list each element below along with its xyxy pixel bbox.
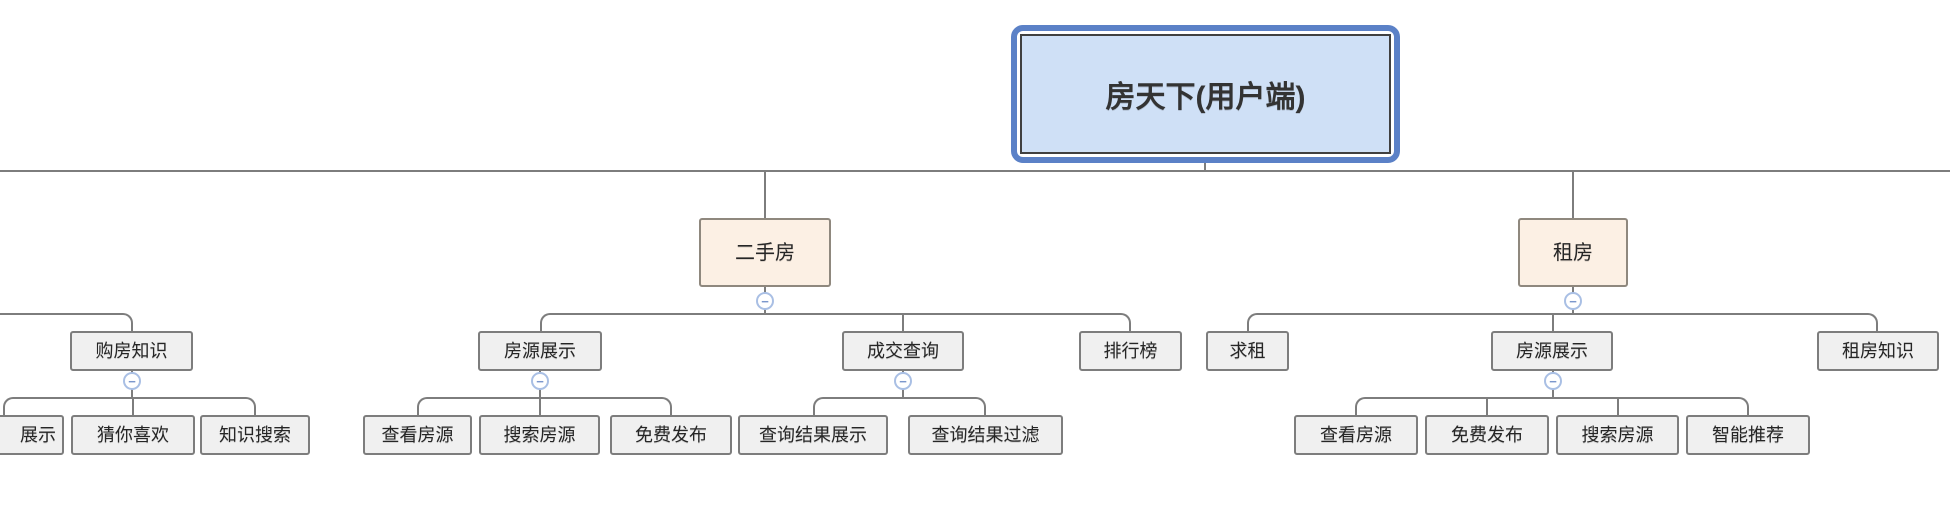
connector-chengjiao-chaxun-stub <box>902 313 904 331</box>
topic-label: 查询结果展示 <box>759 425 867 445</box>
connector-root-stub <box>1204 162 1206 171</box>
topic-label: 二手房 <box>735 241 795 264</box>
topic-label: 求租 <box>1229 341 1266 361</box>
root-children-rail <box>0 170 1950 172</box>
topic-label: 搜索房源 <box>503 425 576 445</box>
topic-label: 租房知识 <box>1842 341 1914 361</box>
topic-label: 猜你喜欢 <box>97 425 169 445</box>
bracket-offscreen-left-branch <box>0 313 133 331</box>
topic-renting-knowledge[interactable]: 租房知识 <box>1817 331 1939 371</box>
topic-query-result-display[interactable]: 查询结果展示 <box>738 415 888 455</box>
topic-rent-house[interactable]: 租房 <box>1518 218 1628 287</box>
collapse-icon[interactable]: − <box>894 372 912 390</box>
topic-label: 排行榜 <box>1103 341 1158 361</box>
topic-label: 购房知识 <box>95 341 168 361</box>
connector-zufang-drop <box>1572 171 1574 218</box>
topic-label: 智能推荐 <box>1712 425 1784 445</box>
topic-view-listings-zf[interactable]: 查看房源 <box>1294 415 1418 455</box>
topic-label: 查询结果过滤 <box>931 425 1040 445</box>
connector-mianfei-zf-stub <box>1486 397 1488 415</box>
topic-listing-display-zf[interactable]: 房源展示 <box>1491 331 1613 371</box>
topic-buying-knowledge[interactable]: 购房知识 <box>70 331 193 371</box>
topic-free-publish-zf[interactable]: 免费发布 <box>1425 415 1549 455</box>
topic-deal-query[interactable]: 成交查询 <box>842 331 964 371</box>
topic-label: 查看房源 <box>381 425 454 445</box>
topic-label: 免费发布 <box>635 425 707 445</box>
topic-label: 房源展示 <box>504 341 576 361</box>
connector-fangyuan-zhanshi-zf-stub <box>1552 313 1554 331</box>
bracket-fangyuan-zf-children <box>1355 397 1749 415</box>
topic-label: 知识搜索 <box>219 425 291 445</box>
connector-sousuo-zf-stub <box>1617 397 1619 415</box>
root-topic-label: 房天下(用户端) <box>1020 34 1391 154</box>
collapse-icon[interactable]: − <box>123 372 141 390</box>
topic-label: 房源展示 <box>1516 341 1588 361</box>
topic-label: 租房 <box>1553 241 1593 264</box>
topic-view-listings-esf[interactable]: 查看房源 <box>363 415 472 455</box>
root-topic[interactable]: 房天下(用户端) <box>1011 25 1400 163</box>
topic-query-result-filter[interactable]: 查询结果过滤 <box>908 415 1063 455</box>
topic-label: 免费发布 <box>1451 425 1523 445</box>
topic-listing-display-esf[interactable]: 房源展示 <box>478 331 602 371</box>
connector-cainixihuan-stub <box>132 397 134 415</box>
topic-search-listings-esf[interactable]: 搜索房源 <box>479 415 600 455</box>
bracket-chengjiao-children <box>813 397 986 415</box>
topic-label: 查看房源 <box>1320 425 1392 445</box>
topic-rent-seeking[interactable]: 求租 <box>1206 331 1289 371</box>
topic-ranking-list[interactable]: 排行榜 <box>1079 331 1182 371</box>
connector-sousuo-esf-stub <box>539 397 541 415</box>
collapse-icon[interactable]: − <box>1564 292 1582 310</box>
topic-label: 成交查询 <box>867 341 939 361</box>
connector-ershoufang-drop <box>764 171 766 218</box>
topic-knowledge-search[interactable]: 知识搜索 <box>200 415 310 455</box>
bracket-goufang-zhishi-children <box>3 397 256 415</box>
collapse-icon[interactable]: − <box>1544 372 1562 390</box>
bracket-ershoufang-children <box>540 313 1131 331</box>
topic-search-listings-zf[interactable]: 搜索房源 <box>1556 415 1679 455</box>
topic-smart-recommend[interactable]: 智能推荐 <box>1686 415 1810 455</box>
collapse-icon[interactable]: − <box>531 372 549 390</box>
topic-display-clipped[interactable]: 展示 <box>0 415 64 455</box>
topic-free-publish-esf[interactable]: 免费发布 <box>610 415 732 455</box>
topic-guess-you-like[interactable]: 猜你喜欢 <box>71 415 195 455</box>
collapse-icon[interactable]: − <box>756 292 774 310</box>
bracket-fangyuan-esf-children <box>417 397 672 415</box>
topic-second-hand-house[interactable]: 二手房 <box>699 218 831 287</box>
topic-label: 展示 <box>20 425 56 445</box>
bracket-zufang-children <box>1247 313 1878 331</box>
topic-label: 搜索房源 <box>1581 425 1654 445</box>
